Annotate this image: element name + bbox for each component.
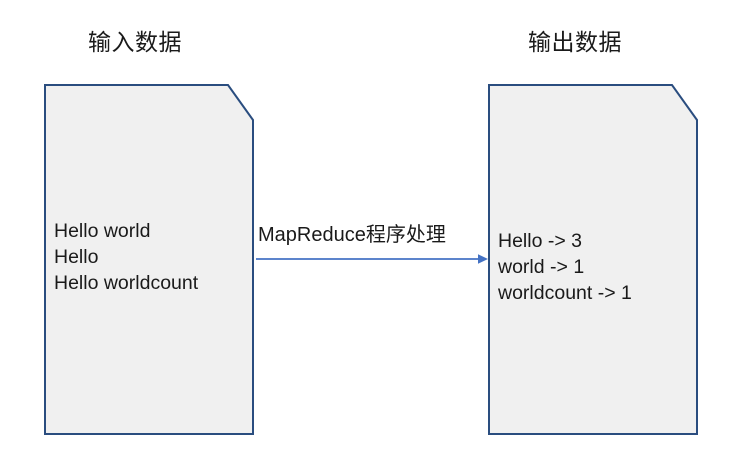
connector-arrow-label: MapReduce程序处理 bbox=[258, 224, 446, 246]
output-text-line: Hello -> 3 bbox=[498, 230, 582, 252]
connector-arrow-head bbox=[478, 254, 488, 264]
output-document-text: Hello -> 3 world -> 1 worldcount -> 1 bbox=[498, 228, 632, 306]
input-document-title: 输入数据 bbox=[88, 29, 182, 55]
output-document-shape[interactable] bbox=[488, 84, 698, 435]
input-text-line: Hello worldcount bbox=[54, 272, 199, 294]
input-text-line: Hello bbox=[54, 246, 99, 268]
output-text-line: world -> 1 bbox=[498, 256, 585, 278]
output-document-title: 输出数据 bbox=[528, 29, 622, 55]
output-text-line: worldcount -> 1 bbox=[498, 282, 632, 304]
input-document-shape[interactable] bbox=[44, 84, 254, 435]
connector-arrow[interactable] bbox=[256, 254, 488, 264]
input-text-line: Hello world bbox=[54, 220, 151, 242]
input-document-text: Hello world Hello Hello worldcount bbox=[54, 218, 198, 296]
